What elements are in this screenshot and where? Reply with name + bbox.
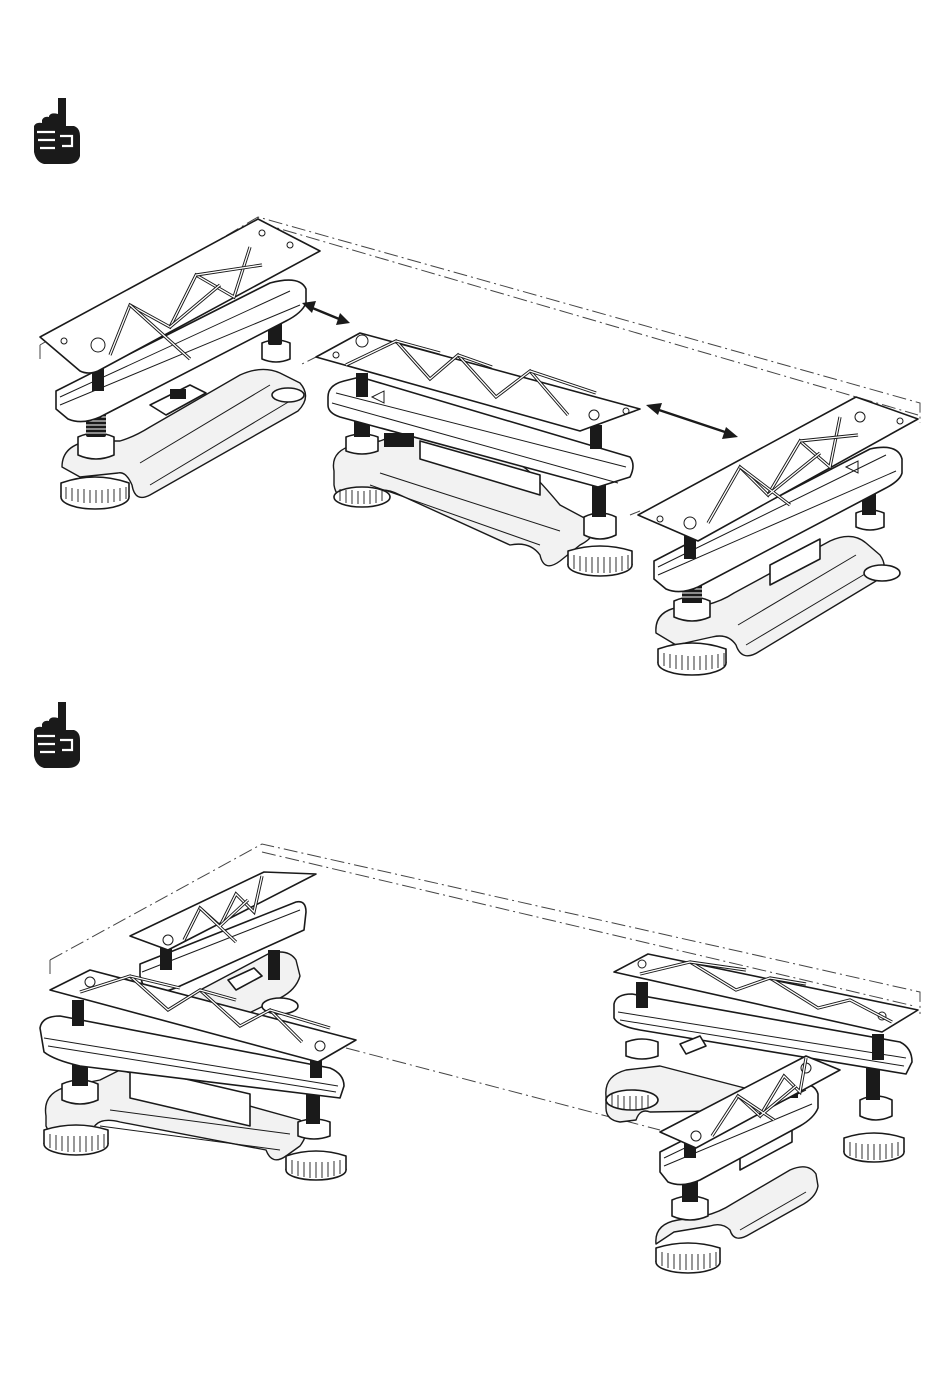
leg-module-spacing-diagram-bottom bbox=[0, 830, 950, 1310]
leg-module-front-left bbox=[40, 970, 356, 1180]
spacing-arrow-left bbox=[302, 301, 350, 325]
leg-module-right bbox=[638, 397, 918, 675]
pointing-hand-note-icon bbox=[28, 96, 88, 166]
spacing-arrow-right bbox=[646, 403, 738, 439]
leg-module-spacing-diagram-top bbox=[0, 205, 950, 695]
leg-module-middle bbox=[316, 333, 640, 576]
pointing-hand-note-icon bbox=[28, 700, 88, 770]
leg-module-left bbox=[40, 219, 320, 509]
